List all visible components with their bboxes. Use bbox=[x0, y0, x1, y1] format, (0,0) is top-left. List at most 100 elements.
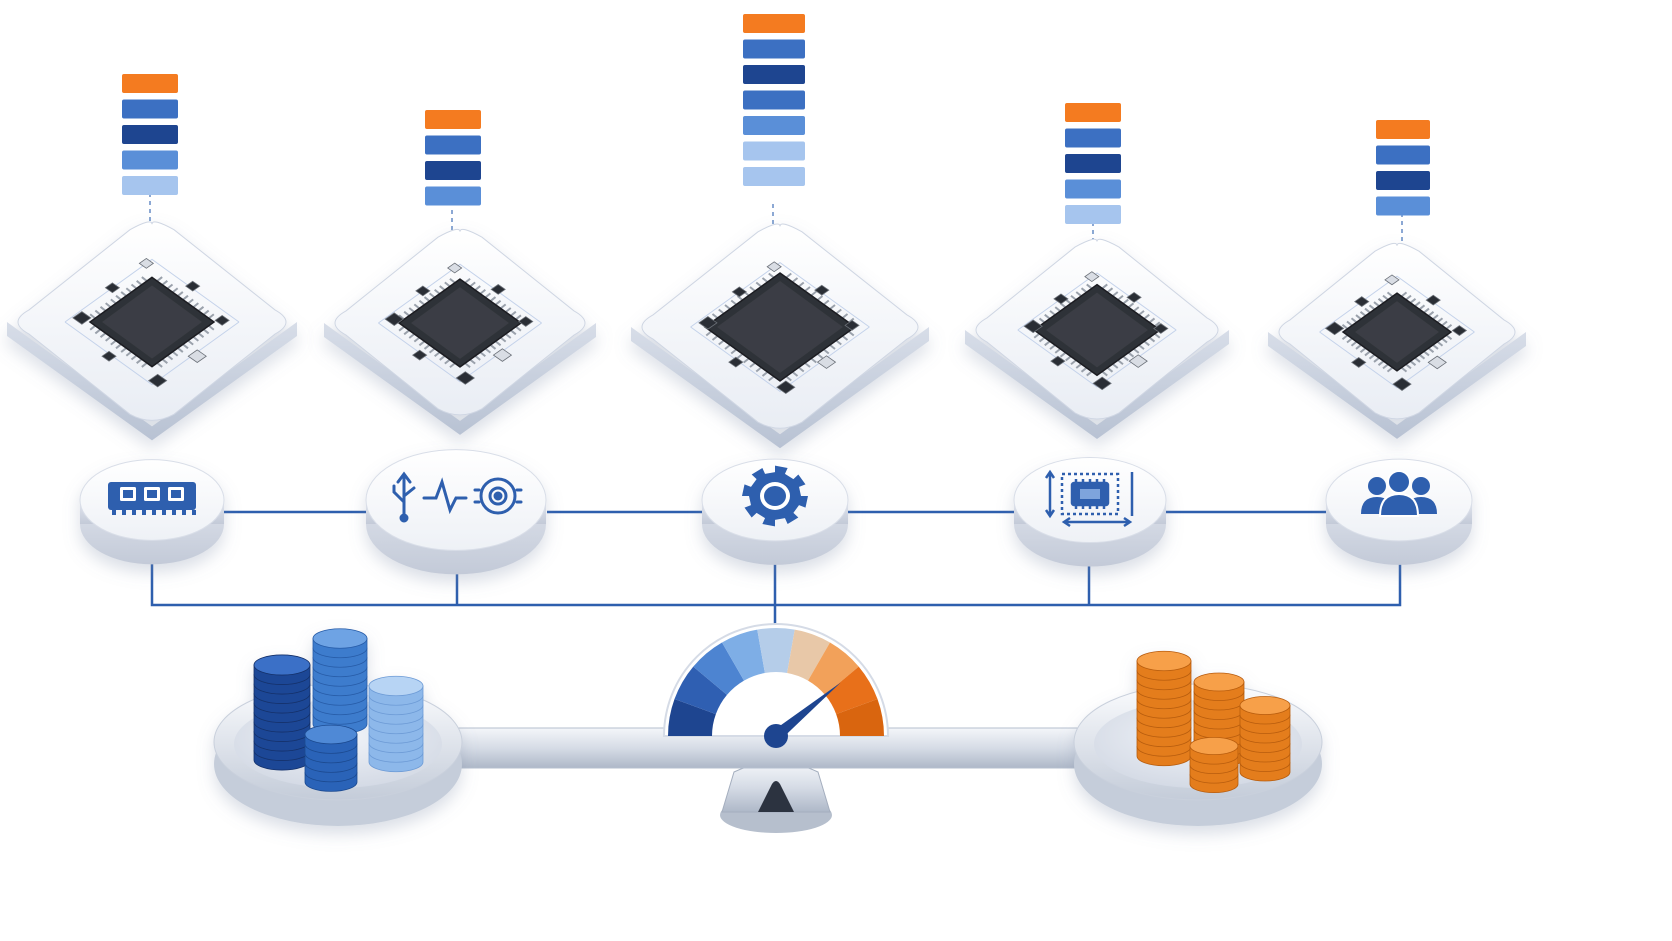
smd-part bbox=[1084, 271, 1100, 283]
smd-components bbox=[1023, 271, 1169, 391]
gauge-segment bbox=[808, 642, 859, 695]
io-peripherals-node bbox=[365, 449, 547, 575]
smd-part bbox=[455, 371, 476, 385]
feature-bar bbox=[1376, 120, 1430, 139]
coin-stack bbox=[312, 628, 368, 735]
coin-stack bbox=[304, 724, 358, 792]
board-5 bbox=[1268, 242, 1526, 439]
smd-part bbox=[147, 373, 168, 388]
smd-part bbox=[698, 316, 718, 330]
feature-bar bbox=[743, 167, 805, 186]
smd-part bbox=[415, 285, 431, 297]
coin-top bbox=[1189, 736, 1239, 756]
speedometer-gauge-icon bbox=[662, 623, 890, 748]
feature-bar bbox=[743, 39, 805, 59]
smd-part bbox=[766, 261, 782, 273]
coin-stack bbox=[1136, 650, 1192, 767]
coin-top bbox=[1239, 696, 1291, 715]
coin-top bbox=[1136, 650, 1192, 672]
board-3-stack bbox=[743, 14, 805, 186]
smd-part bbox=[1384, 274, 1400, 286]
usb-signal-sensor-icon bbox=[392, 471, 523, 523]
smd-part bbox=[1427, 355, 1447, 370]
blue-coin-stacks bbox=[253, 628, 424, 792]
gauge-segment bbox=[674, 666, 727, 715]
feature-bar bbox=[1065, 179, 1121, 199]
people-group-icon bbox=[1361, 470, 1437, 517]
gauge-hub bbox=[764, 724, 788, 748]
feature-bar bbox=[1376, 196, 1430, 216]
gauge-segment bbox=[668, 699, 716, 736]
right-pan bbox=[1073, 650, 1323, 826]
feature-bar bbox=[1065, 103, 1121, 122]
smd-components bbox=[1324, 274, 1468, 391]
smd-part bbox=[1153, 323, 1169, 334]
feature-bar bbox=[122, 125, 178, 144]
smd-part bbox=[1324, 321, 1345, 336]
gauge-segment bbox=[722, 629, 765, 681]
chip-die bbox=[411, 287, 509, 359]
smd-part bbox=[816, 355, 837, 369]
smd-part bbox=[518, 316, 534, 327]
feature-bar bbox=[425, 110, 481, 129]
smd-components bbox=[384, 262, 534, 385]
feature-bar bbox=[1376, 145, 1430, 165]
smd-part bbox=[1451, 325, 1468, 336]
board-traces bbox=[64, 258, 240, 386]
board-3 bbox=[631, 223, 929, 449]
smd-part bbox=[1392, 377, 1412, 391]
memory-node bbox=[79, 459, 225, 565]
chip-die bbox=[102, 285, 202, 359]
feature-bar bbox=[743, 141, 805, 161]
feature-stacks bbox=[122, 14, 1430, 224]
feature-bar bbox=[1065, 154, 1121, 173]
size-node bbox=[1013, 456, 1167, 567]
smd-part bbox=[490, 284, 506, 295]
chip-pins bbox=[398, 277, 522, 369]
chip-die bbox=[717, 281, 843, 373]
gauge-segment bbox=[693, 642, 744, 695]
smd-part bbox=[814, 284, 830, 296]
coin-stack bbox=[253, 654, 311, 771]
board-4 bbox=[965, 238, 1229, 440]
board-1 bbox=[7, 221, 297, 441]
board-traces bbox=[378, 263, 542, 383]
feature-bar bbox=[1065, 128, 1121, 148]
feature-bar bbox=[1065, 205, 1121, 224]
smd-part bbox=[187, 349, 207, 363]
smd-part bbox=[138, 257, 155, 269]
board-traces bbox=[690, 262, 870, 392]
smd-part bbox=[728, 356, 744, 368]
smd-part bbox=[1351, 357, 1367, 368]
smd-part bbox=[214, 314, 230, 326]
coin-top bbox=[253, 654, 311, 676]
board-2 bbox=[324, 228, 596, 435]
smd-part bbox=[1128, 354, 1148, 368]
tradeoff-balance bbox=[213, 623, 1323, 833]
gear-icon bbox=[742, 465, 808, 527]
smd-part bbox=[1126, 291, 1142, 303]
smd-part bbox=[1354, 296, 1370, 307]
chip-pins bbox=[705, 272, 855, 382]
coin-stack bbox=[368, 675, 424, 773]
chip-pins bbox=[1341, 291, 1453, 373]
feature-bar bbox=[425, 161, 481, 180]
chip-die bbox=[1046, 292, 1148, 368]
smd-part bbox=[185, 280, 201, 292]
coin-stack bbox=[1239, 696, 1291, 782]
board-traces bbox=[1017, 272, 1177, 388]
smd-part bbox=[1053, 293, 1069, 305]
smd-part bbox=[1023, 319, 1043, 334]
processing-node bbox=[701, 458, 849, 565]
criteria-nodes bbox=[79, 449, 1473, 575]
feature-bar bbox=[122, 99, 178, 119]
feature-bar bbox=[743, 65, 805, 84]
left-pan bbox=[213, 628, 463, 826]
feature-bar bbox=[425, 186, 481, 206]
smd-part bbox=[101, 350, 117, 362]
coin-top bbox=[368, 675, 424, 697]
smd-part bbox=[384, 312, 404, 326]
feature-bar bbox=[425, 135, 481, 155]
